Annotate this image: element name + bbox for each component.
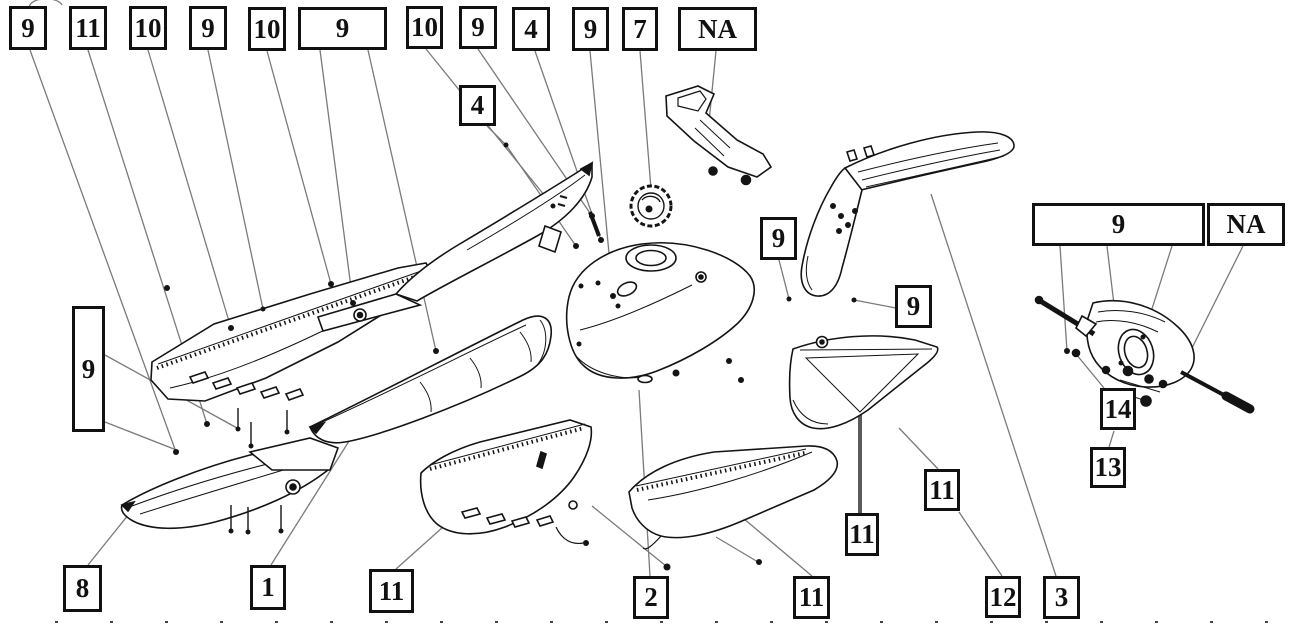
- callout-label: 8: [63, 565, 102, 612]
- callout-label: 4: [459, 85, 496, 126]
- callout-label: 7: [622, 7, 658, 51]
- callout-label: 1: [250, 565, 286, 610]
- fastener-dots: [164, 142, 1146, 571]
- callout-label: 9: [72, 306, 105, 432]
- callout-label: 11: [924, 469, 960, 511]
- left-radiator-shroud-drawing: [316, 161, 594, 332]
- callout-label: 11: [793, 576, 830, 619]
- right-side-panel-drawing: [788, 335, 939, 430]
- callout-label: 9: [1032, 203, 1205, 246]
- callout-label: NA: [1207, 203, 1285, 246]
- callout-label: NA: [678, 7, 757, 51]
- right-lower-panel-drawing: [628, 445, 839, 550]
- callout-label: 11: [845, 513, 879, 556]
- fuel-cap-drawing: [629, 184, 673, 228]
- callout-label: 9: [572, 7, 609, 51]
- callout-label: 9: [895, 285, 932, 328]
- callout-label: 12: [985, 576, 1021, 618]
- page-edge-marks: [28, 0, 1285, 623]
- callout-label: 3: [1043, 576, 1080, 619]
- callout-label: 2: [633, 576, 669, 619]
- rear-fender-drawing: [800, 131, 1015, 297]
- left-side-panel-drawing: [150, 262, 432, 402]
- callout-label: 14: [1100, 388, 1136, 430]
- callout-label: 10: [129, 6, 167, 50]
- headlight-mask-drawing: [1034, 295, 1255, 414]
- callout-label: 9: [760, 217, 797, 260]
- airbox-bracket-drawing: [665, 85, 773, 186]
- seat-drawing: [308, 315, 552, 444]
- callout-label: 9: [9, 6, 47, 50]
- callout-label: 9: [459, 6, 497, 49]
- callout-label: 10: [406, 6, 443, 49]
- callout-label: 10: [248, 7, 286, 51]
- callout-label: 13: [1090, 447, 1126, 488]
- callout-label: 11: [369, 569, 414, 613]
- callout-label: 4: [512, 7, 550, 51]
- callout-label: 11: [69, 6, 107, 50]
- callout-label: 9: [298, 7, 387, 50]
- lower-left-side-panel-drawing: [419, 419, 593, 545]
- callout-label: 9: [189, 6, 227, 50]
- fuel-tank-drawing: [565, 242, 755, 384]
- front-fender-drawing: [120, 437, 340, 530]
